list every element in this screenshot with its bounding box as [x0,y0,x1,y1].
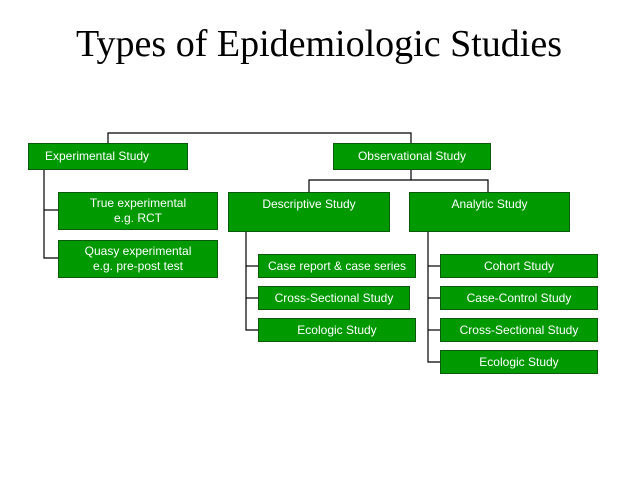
experimental-study-box: Experimental Study [28,143,188,170]
analytic-ecologic-box: Ecologic Study [440,350,598,374]
analytic-study-box: Analytic Study [409,192,570,232]
descriptive-ecologic-box: Ecologic Study [258,318,416,342]
connector-top [107,132,412,143]
connector-experimental [43,170,58,259]
true-experimental-label: True experimental [89,196,187,210]
page-title: Types of Epidemiologic Studies [75,23,562,65]
quasy-experimental-box: Quasy experimental e.g. pre-post test [58,240,218,278]
observational-study-box: Observational Study [333,143,491,170]
connector-observational [308,179,489,192]
true-experimental-box: True experimental e.g. RCT [58,192,218,230]
case-report-box: Case report & case series [258,254,416,278]
true-experimental-example: e.g. RCT [113,211,162,225]
analytic-cross-sectional-box: Cross-Sectional Study [440,318,598,342]
connector-analytic [427,232,440,363]
quasy-experimental-label: Quasy experimental [84,244,192,258]
case-control-study-box: Case-Control Study [440,286,598,310]
cohort-study-box: Cohort Study [440,254,598,278]
descriptive-study-box: Descriptive Study [228,192,390,232]
connector-descriptive [245,232,258,331]
descriptive-cross-sectional-box: Cross-Sectional Study [258,286,410,310]
quasy-experimental-example: e.g. pre-post test [92,259,184,273]
